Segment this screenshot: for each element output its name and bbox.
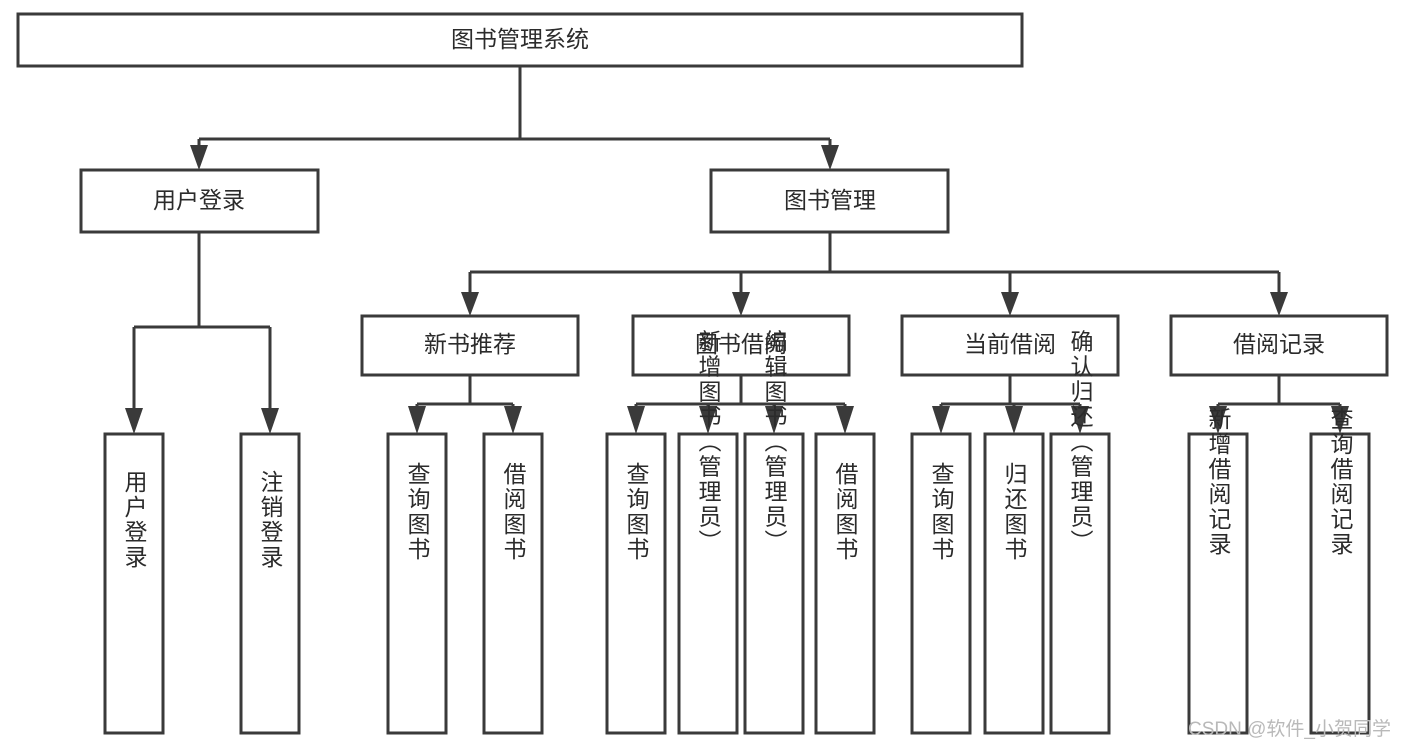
node-leaf-borrow-book-1-box[interactable]	[482, 432, 544, 735]
node-current-borrow-box[interactable]	[900, 314, 1120, 377]
node-leaf-borrow-book-2-box[interactable]	[814, 432, 876, 735]
arrow-head-leaf-query-book-3	[932, 406, 950, 434]
node-borrow-record[interactable]: 借阅记录	[1169, 314, 1389, 377]
node-leaf-query-book-1-box[interactable]	[386, 432, 448, 735]
node-leaf-borrow-book-1-label: 借阅图书	[500, 462, 527, 562]
node-root-box[interactable]	[16, 12, 1024, 68]
node-leaf-add-book-admin[interactable]: 新增图书（管理员）	[677, 330, 739, 735]
node-leaf-return-book[interactable]: 归还图书	[983, 432, 1045, 735]
node-leaf-confirm-return-admin[interactable]: 确认归还（管理员）	[1049, 330, 1111, 735]
node-leaf-query-book-3-box[interactable]	[910, 432, 972, 735]
arrow-head-leaf-user-login	[125, 408, 143, 434]
node-leaf-query-book-2-label: 查询图书	[623, 462, 650, 562]
arrow-head-book-borrow	[732, 292, 750, 316]
node-leaf-add-book-admin-label: 新增图书（管理员）	[695, 330, 722, 555]
node-borrow-record-box[interactable]	[1169, 314, 1389, 377]
node-current-borrow-label: 当前借阅	[964, 331, 1056, 357]
node-leaf-query-book-1-label: 查询图书	[404, 462, 431, 562]
node-leaf-logout-login-label: 注销登录	[257, 470, 284, 570]
node-leaf-query-book-2-box[interactable]	[605, 432, 667, 735]
node-new-book-rec-label: 新书推荐	[424, 331, 516, 357]
node-leaf-return-book-label: 归还图书	[1001, 462, 1028, 562]
node-leaf-confirm-return-admin-box[interactable]	[1049, 432, 1111, 735]
arrow-head-leaf-query-borrow-record	[1331, 406, 1349, 434]
node-book-borrow[interactable]: 图书借阅	[631, 314, 851, 377]
node-new-book-rec[interactable]: 新书推荐	[360, 314, 580, 377]
node-leaf-logout-login-box[interactable]	[239, 432, 301, 735]
node-leaf-query-borrow-record-box[interactable]	[1309, 432, 1371, 735]
node-leaf-add-borrow-record[interactable]: 新增借阅记录	[1187, 407, 1249, 735]
node-leaf-query-book-3-label: 查询图书	[928, 462, 955, 562]
node-new-book-rec-box[interactable]	[360, 314, 580, 377]
node-leaf-query-borrow-record[interactable]: 查询借阅记录	[1309, 407, 1371, 735]
node-root-label: 图书管理系统	[451, 26, 589, 52]
node-leaf-query-book-3[interactable]: 查询图书	[910, 432, 972, 735]
node-user-login[interactable]: 用户登录	[79, 168, 320, 234]
node-leaf-confirm-return-admin-label: 确认归还（管理员）	[1067, 330, 1094, 555]
node-current-borrow[interactable]: 当前借阅	[900, 314, 1120, 377]
node-leaf-add-borrow-record-box[interactable]	[1187, 432, 1249, 735]
connector-layer	[125, 66, 1349, 434]
node-book-manage-box[interactable]	[709, 168, 950, 234]
arrow-head-leaf-confirm-return-admin	[1071, 406, 1089, 434]
node-leaf-edit-book-admin-box[interactable]	[743, 432, 805, 735]
arrow-head-leaf-add-book-admin	[699, 406, 717, 434]
node-leaf-user-login-box[interactable]	[103, 432, 165, 735]
node-book-borrow-label: 图书借阅	[695, 331, 787, 357]
node-leaf-add-borrow-record-label: 新增借阅记录	[1205, 407, 1232, 557]
node-leaf-return-book-box[interactable]	[983, 432, 1045, 735]
arrow-head-leaf-add-borrow-record	[1209, 406, 1227, 434]
node-leaf-query-book-1[interactable]: 查询图书	[386, 432, 448, 735]
node-leaf-edit-book-admin[interactable]: 编辑图书（管理员）	[743, 330, 805, 735]
arrow-head-leaf-return-book	[1005, 406, 1023, 434]
node-leaf-user-login[interactable]: 用户登录	[103, 432, 165, 735]
node-book-borrow-box[interactable]	[631, 314, 851, 377]
node-book-manage-label: 图书管理	[784, 187, 876, 213]
node-book-manage[interactable]: 图书管理	[709, 168, 950, 234]
arrow-head-leaf-query-book-1	[408, 406, 426, 434]
node-user-login-box[interactable]	[79, 168, 320, 234]
node-leaf-edit-book-admin-label: 编辑图书（管理员）	[761, 330, 788, 555]
node-root[interactable]: 图书管理系统	[16, 12, 1024, 68]
node-leaf-borrow-book-1[interactable]: 借阅图书	[482, 432, 544, 735]
node-leaf-logout-login[interactable]: 注销登录	[239, 432, 301, 735]
arrow-head-borrow-record	[1270, 292, 1288, 316]
node-leaf-add-book-admin-box[interactable]	[677, 432, 739, 735]
arrow-head-leaf-borrow-book-1	[504, 406, 522, 434]
arrow-head-new-book-rec	[461, 292, 479, 316]
node-user-login-label: 用户登录	[153, 187, 245, 213]
arrow-head-leaf-edit-book-admin	[765, 406, 783, 434]
arrow-head-book-manage	[821, 145, 839, 170]
arrow-head-leaf-query-book-2	[627, 406, 645, 434]
node-leaf-borrow-book-2[interactable]: 借阅图书	[814, 432, 876, 735]
arrow-head-leaf-borrow-book-2	[836, 406, 854, 434]
arrow-head-user-login	[190, 145, 208, 170]
node-leaf-borrow-book-2-label: 借阅图书	[832, 462, 859, 562]
arrow-head-leaf-logout-login	[261, 408, 279, 434]
node-borrow-record-label: 借阅记录	[1233, 331, 1325, 357]
arrow-head-current-borrow	[1001, 292, 1019, 316]
node-leaf-query-borrow-record-label: 查询借阅记录	[1327, 407, 1354, 557]
node-leaf-user-login-label: 用户登录	[121, 470, 148, 570]
node-leaf-query-book-2[interactable]: 查询图书	[605, 432, 667, 735]
